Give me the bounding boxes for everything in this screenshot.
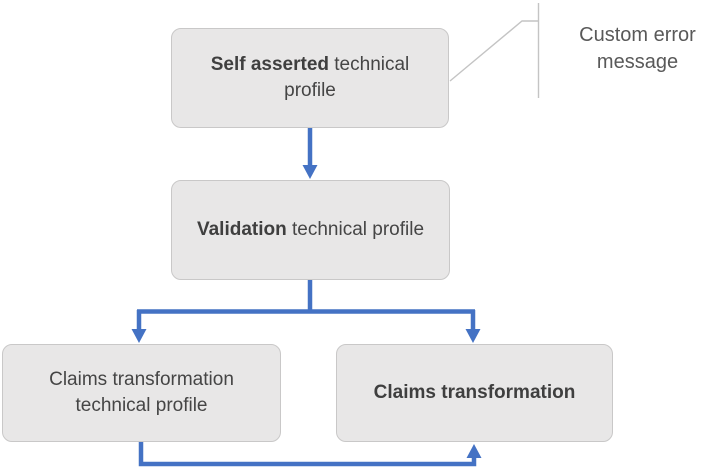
node-label: Claims transformation: [374, 380, 576, 406]
node-label-regular: technical profile: [286, 219, 425, 240]
node-label: Self asserted technical profile: [194, 52, 426, 104]
edge-claims-tp-to-claims-transformation: [138, 442, 482, 467]
edge-self-asserted-to-validation: [302, 128, 318, 179]
node-self-asserted-technical-profile: Self asserted technical profile: [171, 28, 449, 128]
node-label: Claims transformation technical profile: [26, 367, 258, 419]
node-label-regular: technical profile: [284, 54, 410, 101]
node-claims-transformation-technical-profile: Claims transformation technical profile: [2, 344, 281, 442]
edge-validation-branch: [131, 280, 481, 343]
node-label-bold: Claims transformation: [373, 382, 576, 403]
callout-label: Custom error message: [579, 24, 696, 73]
node-label-bold: Validation: [196, 219, 287, 240]
node-label: Validation technical profile: [197, 217, 424, 243]
node-claims-transformation: Claims transformation: [336, 344, 613, 442]
node-validation-technical-profile: Validation technical profile: [171, 180, 450, 280]
callout-leader-line: [449, 3, 540, 98]
node-label-bold: Self asserted: [210, 54, 329, 75]
node-label-regular: Claims transformation technical profile: [49, 369, 234, 416]
